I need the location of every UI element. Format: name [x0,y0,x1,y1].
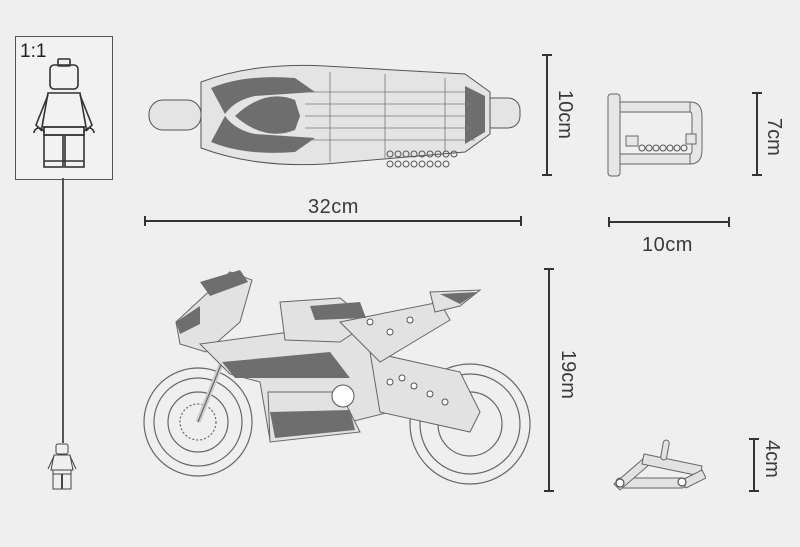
display-stand-view [613,439,706,491]
minifigure-large-icon [33,58,95,168]
front-view-height-dimension-line [752,92,762,176]
stand-height-label: 4cm [761,440,783,478]
side-view-height-label: 19cm [557,350,579,399]
front-view-width-dimension-line [608,217,730,227]
stand-height-dimension-line [749,438,759,492]
minifigure-small-icon [47,443,77,490]
top-view-width-label: 32cm [308,196,359,218]
front-view-height-label: 7cm [763,118,785,156]
scale-ratio-label: 1:1 [20,41,47,62]
scale-connector-line [62,178,64,443]
top-view-height-dimension-line [542,54,552,176]
top-view-width-dimension-line [144,216,522,226]
scale-reference-box: 1:1 [15,36,113,180]
top-view-height-label: 10cm [554,90,576,139]
front-view-width-label: 10cm [642,234,693,256]
motorcycle-top-view [148,64,521,168]
side-view-height-dimension-line [544,268,554,492]
motorcycle-front-view [607,93,703,177]
motorcycle-side-view [143,270,531,485]
